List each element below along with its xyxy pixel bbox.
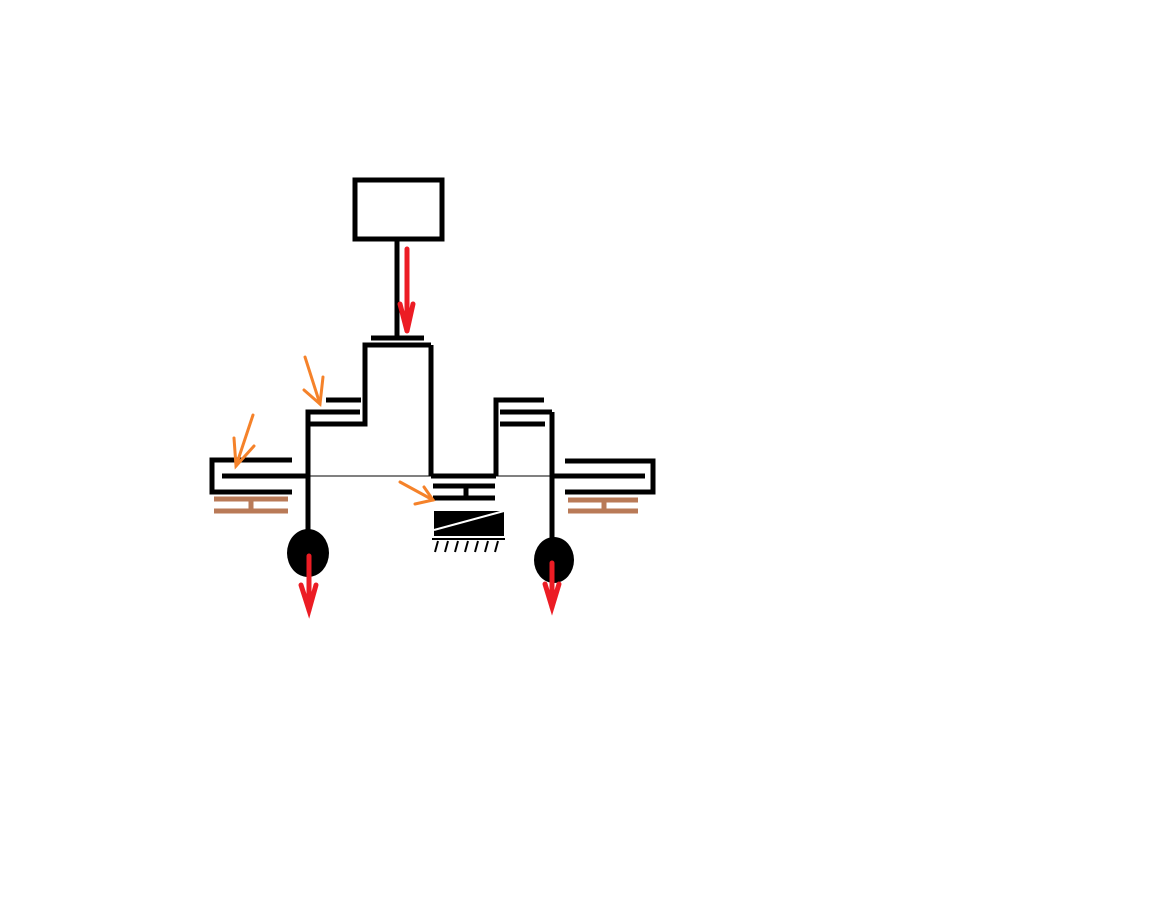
arrow-diagonal-icon bbox=[398, 480, 436, 506]
hatched-ground-icon bbox=[434, 540, 499, 553]
arrow-down-icon bbox=[298, 553, 319, 619]
indicator-arrows bbox=[232, 355, 436, 506]
ground-support bbox=[432, 483, 505, 553]
right-bearing-support bbox=[568, 497, 638, 514]
filled-circle-icon bbox=[534, 537, 574, 583]
left-slider bbox=[209, 457, 308, 495]
arrow-diagonal-icon bbox=[302, 355, 325, 408]
left-bearing-support bbox=[214, 496, 288, 514]
frame-left-inner bbox=[305, 409, 360, 476]
right-mass bbox=[534, 476, 574, 583]
force-arrows bbox=[298, 246, 562, 619]
ground-wedge-line bbox=[433, 510, 505, 531]
arrow-diagonal-icon bbox=[232, 413, 256, 470]
right-slider bbox=[552, 458, 656, 495]
left-mass bbox=[287, 476, 329, 577]
filled-circle-icon bbox=[287, 529, 329, 577]
arrow-down-icon bbox=[397, 246, 416, 334]
right-slider-housing bbox=[565, 458, 656, 495]
arrow-down-icon bbox=[542, 560, 562, 616]
left-slider-housing bbox=[209, 457, 292, 495]
motor-assembly bbox=[352, 177, 445, 341]
frame-right-post bbox=[493, 397, 544, 476]
